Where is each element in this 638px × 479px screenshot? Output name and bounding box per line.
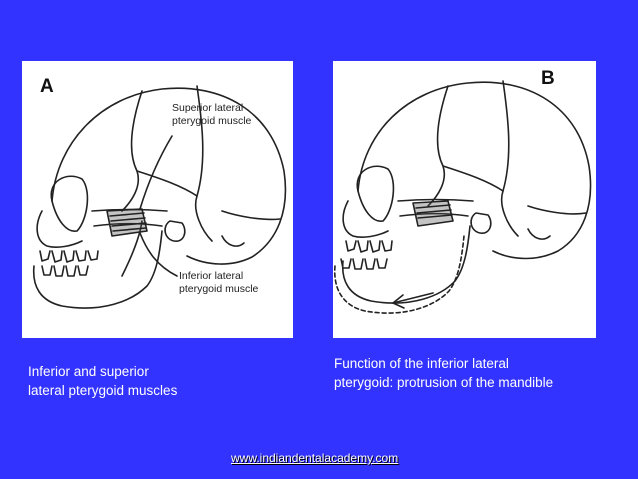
skull-diagram-panel-b: B — [333, 61, 596, 338]
skull-illustration-a — [32, 85, 287, 309]
website-link[interactable]: www.indiandentalacademy.com — [231, 451, 399, 465]
panel-letter-b: B — [541, 68, 555, 89]
skull-illustration-b — [333, 80, 592, 314]
panel-letter-a: A — [40, 76, 54, 97]
superior-lateral-pterygoid-label: Superior lateral pterygoid muscle — [172, 102, 252, 127]
caption-left: Inferior and superior lateral pterygoid … — [28, 364, 178, 398]
caption-right: Function of the inferior lateral pterygo… — [334, 356, 554, 390]
skull-diagram-panel-a: A Superior lateral pterygoid muscle Infe… — [22, 61, 293, 338]
inferior-lateral-pterygoid-label: Inferior lateral pterygoid muscle — [179, 270, 259, 295]
